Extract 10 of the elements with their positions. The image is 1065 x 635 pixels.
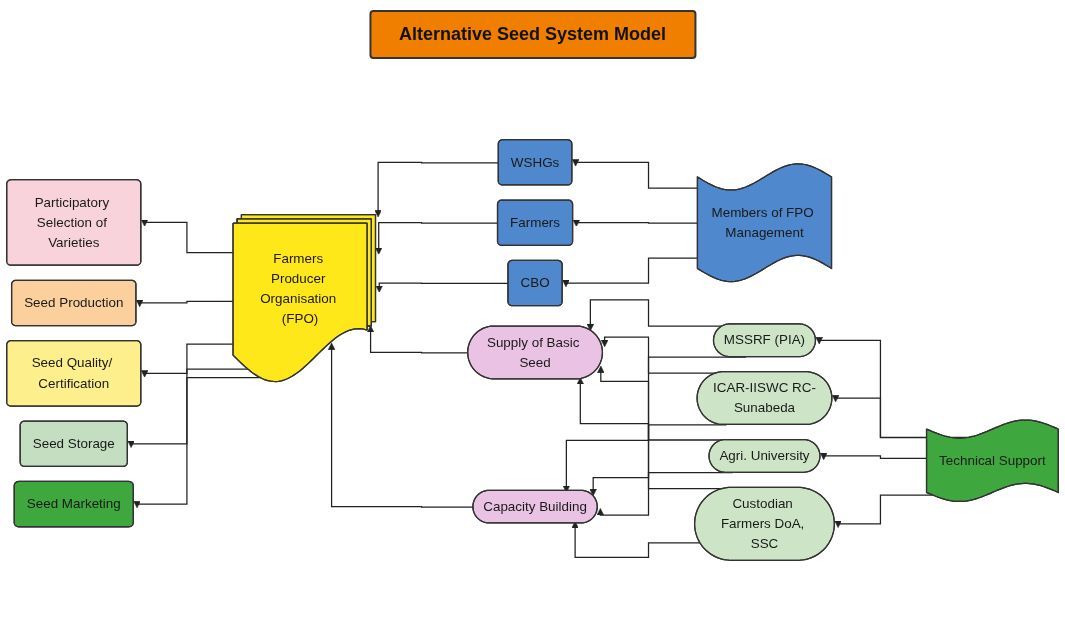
arrow <box>140 219 235 254</box>
arrow <box>571 159 699 189</box>
arrow <box>562 257 699 288</box>
arrow <box>140 343 235 378</box>
arrow <box>820 452 928 460</box>
arrow <box>571 521 701 558</box>
arrow <box>136 299 235 308</box>
arrow <box>572 219 699 227</box>
title-banner: Alternative Seed System Model <box>368 10 697 59</box>
arrow <box>133 376 261 509</box>
